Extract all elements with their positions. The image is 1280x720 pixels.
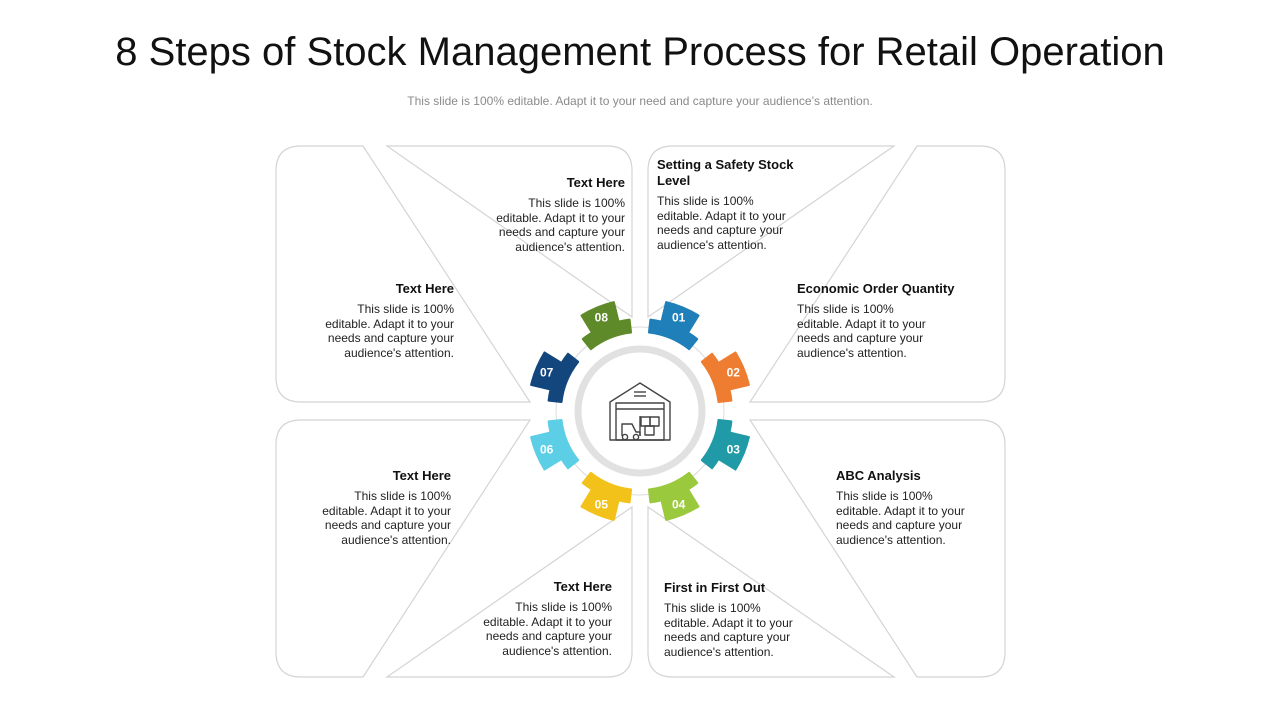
panel-bottom-left	[275, 419, 532, 678]
panel-top-right	[748, 145, 1006, 403]
step-number-08: 08	[595, 311, 609, 325]
inner-dashed-ring	[555, 326, 725, 496]
step-06-body: This slide is 100% editable. Adapt it to…	[322, 489, 451, 547]
panel-top-left	[275, 145, 532, 403]
slide-subtitle: This slide is 100% editable. Adapt it to…	[407, 94, 873, 108]
step-number-05: 05	[595, 497, 609, 511]
step-07-body: This slide is 100% editable. Adapt it to…	[325, 302, 454, 360]
step-04-body: This slide is 100% editable. Adapt it to…	[664, 601, 793, 659]
step-number-07: 07	[540, 365, 554, 379]
gear-segment-08	[580, 301, 633, 351]
step-03-heading: ABC Analysis	[836, 468, 921, 483]
gear-segments: 01 02 03 04 05 06 07 08	[530, 301, 750, 521]
step-03-body: This slide is 100% editable. Adapt it to…	[836, 489, 965, 547]
panel-outlines	[275, 145, 1006, 678]
step-number-03: 03	[727, 443, 741, 457]
gear-segment-03	[700, 418, 750, 471]
step-08-text: Text Here This slide is 100% editable. A…	[491, 175, 625, 254]
step-07-text: Text Here This slide is 100% editable. A…	[320, 281, 454, 360]
step-06-text: Text Here This slide is 100% editable. A…	[317, 468, 451, 547]
step-08-heading: Text Here	[566, 175, 625, 190]
step-number-04: 04	[672, 497, 686, 511]
step-03-text: ABC Analysis This slide is 100% editable…	[836, 468, 970, 547]
step-02-body: This slide is 100% editable. Adapt it to…	[797, 302, 926, 360]
step-number-01: 01	[672, 311, 686, 325]
step-number-06: 06	[540, 443, 554, 457]
warehouse-forklift-icon	[609, 382, 671, 441]
step-07-heading: Text Here	[395, 281, 454, 296]
step-01-heading: Setting a Safety Stock Level	[657, 157, 794, 188]
center-ring	[574, 345, 706, 477]
step-02-text: Economic Order Quantity This slide is 10…	[797, 281, 973, 360]
panel-bottom-center-right	[647, 505, 896, 678]
gear-segment-01	[647, 301, 700, 351]
step-06-heading: Text Here	[392, 468, 451, 483]
step-05-heading: Text Here	[553, 579, 612, 594]
step-04-text: First in First Out This slide is 100% ed…	[664, 580, 798, 659]
panel-bottom-center-left	[385, 505, 633, 678]
step-04-heading: First in First Out	[664, 580, 766, 595]
gear-segment-04	[647, 471, 700, 521]
panel-top-center-left	[385, 145, 633, 319]
step-05-body: This slide is 100% editable. Adapt it to…	[483, 600, 612, 658]
gear-segment-02	[700, 351, 750, 404]
step-number-02: 02	[727, 365, 741, 379]
step-02-heading: Economic Order Quantity	[797, 281, 955, 296]
gear-segment-05	[580, 471, 633, 521]
step-01-body: This slide is 100% editable. Adapt it to…	[657, 194, 786, 252]
gear-segment-06	[530, 418, 580, 471]
step-05-text: Text Here This slide is 100% editable. A…	[478, 579, 612, 658]
panel-top-center-right	[647, 145, 896, 319]
gear-segment-07	[530, 351, 580, 404]
slide-title: 8 Steps of Stock Management Process for …	[115, 30, 1165, 74]
step-08-body: This slide is 100% editable. Adapt it to…	[496, 196, 625, 254]
panel-bottom-right	[748, 419, 1006, 678]
step-01-text: Setting a Safety Stock Level This slide …	[657, 157, 797, 252]
